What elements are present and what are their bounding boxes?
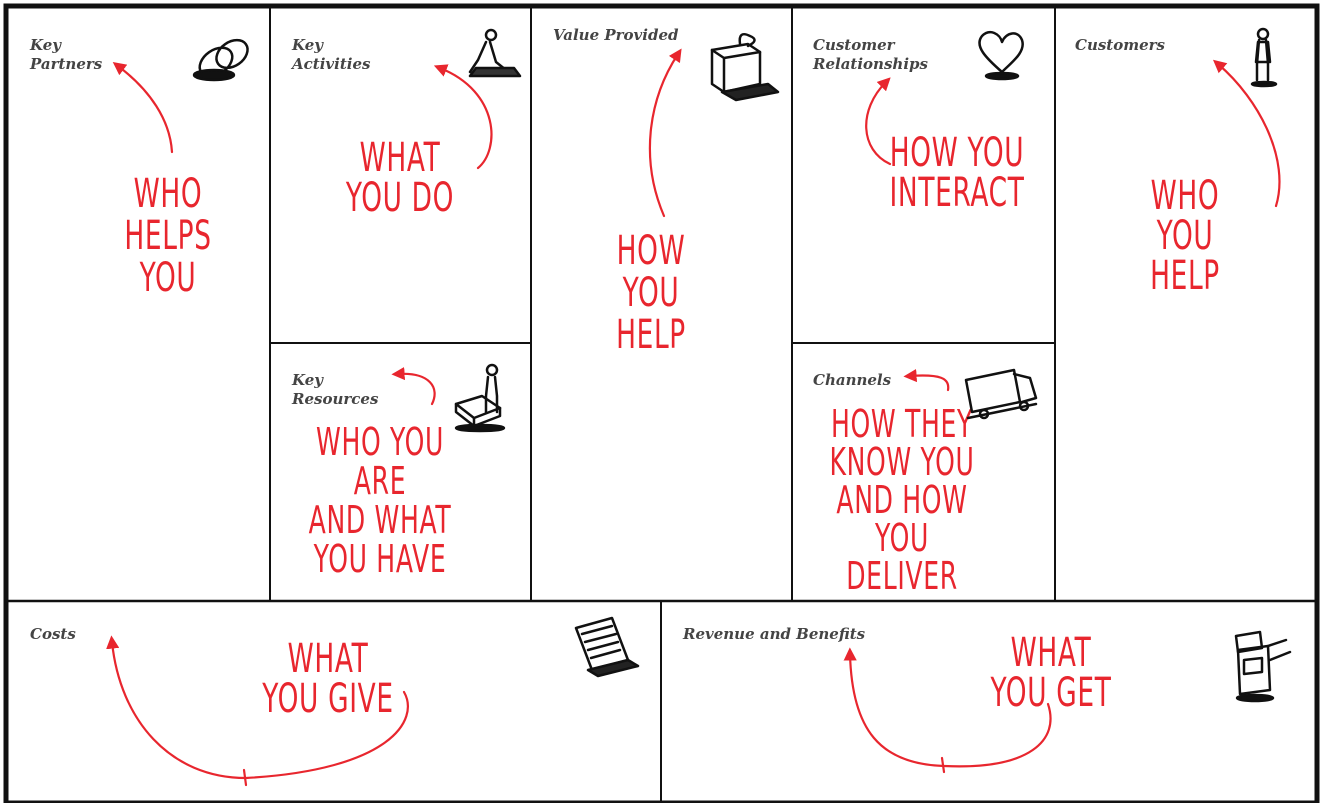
block-title: Key Resources xyxy=(292,371,379,408)
block-title: Value Provided xyxy=(553,26,679,44)
block-title: Key Activities xyxy=(292,36,371,73)
annotation: WHAT YOU GET xyxy=(990,630,1112,716)
block-costs: Costs WHAT YOU GIVE xyxy=(8,603,661,801)
block-title: Channels xyxy=(813,371,892,389)
block-key-activities: Key Activities WHAT YOU DO xyxy=(270,8,531,343)
annotation: WHO YOU HELP xyxy=(1150,173,1220,299)
block-key-resources: Key Resources WHO YOU ARE AND WHAT YOU H… xyxy=(270,343,531,601)
block-title: Customers xyxy=(1075,36,1165,54)
block-customer-relationships: Customer Relationships HOW YOU INTERACT xyxy=(792,8,1055,343)
annotation: WHAT YOU GIVE xyxy=(262,636,394,722)
block-title: Costs xyxy=(30,625,76,643)
annotation: HOW YOU HELP xyxy=(616,228,686,358)
block-title: Revenue and Benefits xyxy=(683,625,866,643)
block-revenue-and-benefits: Revenue and Benefits WHAT YOU GET xyxy=(661,603,1317,801)
block-key-partners: Key Partners WHO HELPS YOU xyxy=(8,8,270,601)
block-customers: Customers WHO YOU HELP xyxy=(1055,8,1317,601)
block-channels: Channels HOW THEY KNOW YOU AND HOW YOU D… xyxy=(792,343,1055,601)
block-title: Key Partners xyxy=(30,36,103,73)
block-value-provided: Value Provided HOW YOU HELP xyxy=(531,8,792,601)
annotation: HOW YOU INTERACT xyxy=(889,130,1025,216)
block-title: Customer Relationships xyxy=(813,36,928,73)
annotation: WHO HELPS YOU xyxy=(124,171,212,301)
annotation: WHAT YOU DO xyxy=(345,135,455,221)
annotation: HOW THEY KNOW YOU AND HOW YOU DELIVER xyxy=(829,402,975,598)
annotation: WHO YOU ARE AND WHAT YOU HAVE xyxy=(308,420,452,581)
